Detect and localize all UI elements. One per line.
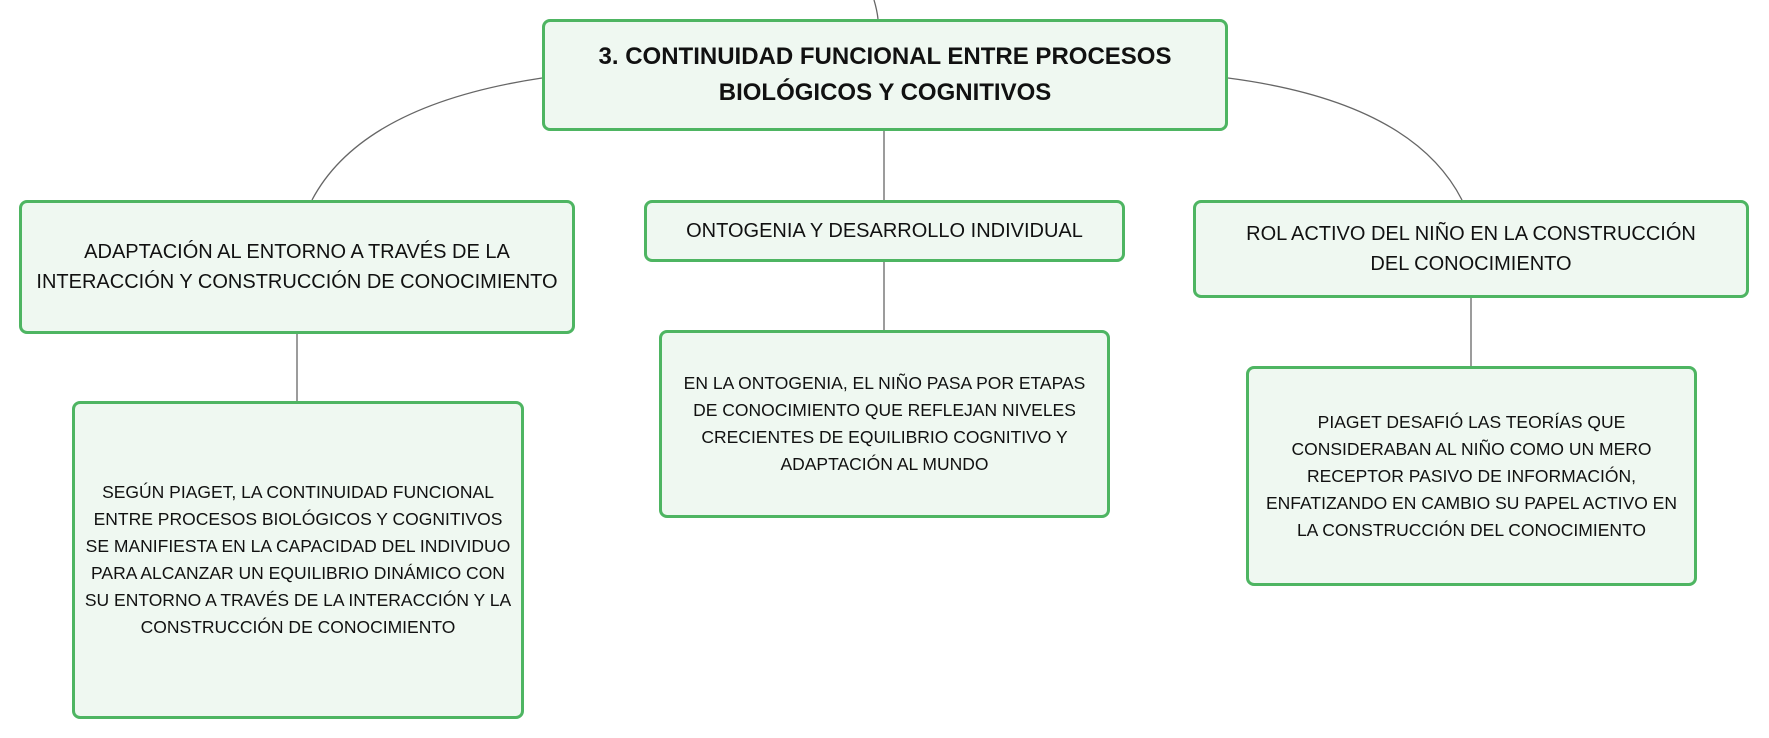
branch-topic-rol-activo[interactable]: ROL ACTIVO DEL NIÑO EN LA CONSTRUCCIÓN D…: [1193, 200, 1749, 298]
connector-parent-to-root: [873, 0, 879, 20]
branch-topic-adaptacion[interactable]: ADAPTACIÓN AL ENTORNO A TRAVÉS DE LA INT…: [19, 200, 575, 334]
detail-topic-text: EN LA ONTOGENIA, EL NIÑO PASA POR ETAPAS…: [683, 373, 1086, 474]
branch-topic-label: ONTOGENIA Y DESARROLLO INDIVIDUAL: [686, 220, 1083, 242]
branch-topic-label: ROL ACTIVO DEL NIÑO EN LA CONSTRUCCIÓN D…: [1246, 223, 1696, 275]
connector-root-to-branch-1: [311, 77, 543, 201]
detail-topic-adaptacion[interactable]: SEGÚN PIAGET, LA CONTINUIDAD FUNCIONAL E…: [72, 401, 524, 719]
connector-root-to-branch-3: [1227, 77, 1463, 201]
detail-topic-text: PIAGET DESAFIÓ LAS TEORÍAS QUE CONSIDERA…: [1265, 411, 1677, 540]
branch-topic-ontogenia[interactable]: ONTOGENIA Y DESARROLLO INDIVIDUAL: [644, 200, 1125, 262]
root-topic[interactable]: 3. CONTINUIDAD FUNCIONAL ENTRE PROCESOS …: [542, 19, 1228, 131]
branch-topic-label: ADAPTACIÓN AL ENTORNO A TRAVÉS DE LA INT…: [36, 241, 558, 293]
detail-topic-text: SEGÚN PIAGET, LA CONTINUIDAD FUNCIONAL E…: [84, 482, 512, 637]
detail-topic-rol-activo[interactable]: PIAGET DESAFIÓ LAS TEORÍAS QUE CONSIDERA…: [1246, 366, 1697, 586]
root-topic-title: 3. CONTINUIDAD FUNCIONAL ENTRE PROCESOS …: [598, 43, 1172, 106]
detail-topic-ontogenia[interactable]: EN LA ONTOGENIA, EL NIÑO PASA POR ETAPAS…: [659, 330, 1110, 518]
